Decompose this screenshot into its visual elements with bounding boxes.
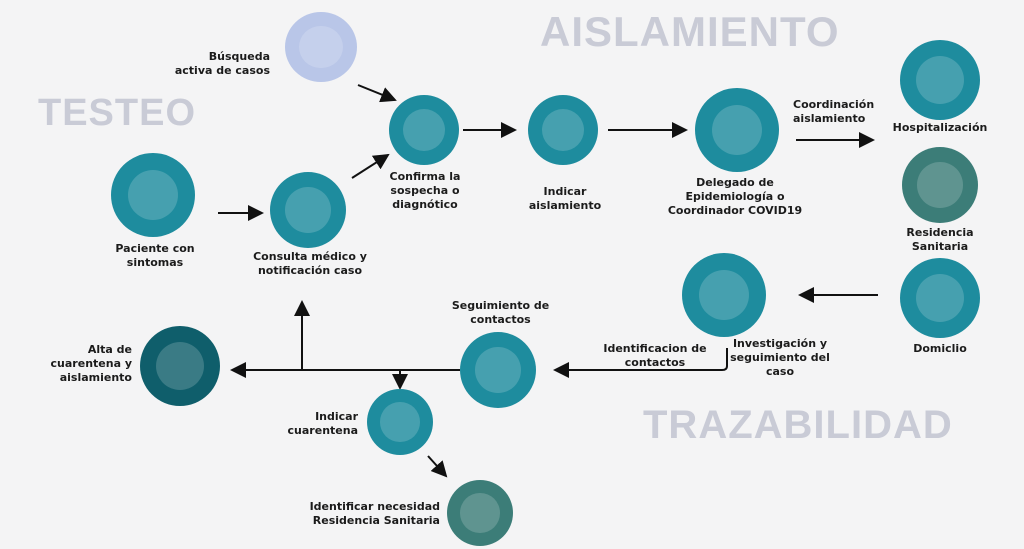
- quarantine-distancing-icon: [367, 389, 433, 455]
- label-identificacion: Identificacion de contactos: [603, 342, 707, 369]
- label-delegado: Delegado de Epidemiología o Coordinador …: [667, 176, 803, 217]
- test-tubes-icon: [389, 95, 459, 165]
- house-icon: [900, 258, 980, 338]
- hospital-icon: [900, 40, 980, 120]
- label-investigacion: Investigación y seguimiento del caso: [730, 337, 830, 378]
- label-residencia: Residencia Sanitaria: [906, 226, 974, 253]
- label-paciente: Paciente con sintomas: [115, 242, 195, 269]
- label-consulta: Consulta médico y notificación caso: [253, 250, 367, 277]
- label-busqueda: Búsqueda activa de casos: [174, 50, 270, 77]
- doctor-icon: [270, 172, 346, 248]
- section-aislamiento: AISLAMIENTO: [540, 8, 840, 55]
- label-indicar-aislamiento: Indicar aislamiento: [528, 185, 602, 212]
- section-trazabilidad: TRAZABILIDAD: [643, 403, 953, 447]
- label-indicar-cuarentena: Indicar cuarentena: [287, 410, 358, 437]
- house-hand-icon: [902, 147, 978, 223]
- label-alta: Alta de cuarentena y aislamiento: [50, 343, 132, 384]
- label-coordinacion: Coordinación aislamiento: [793, 98, 875, 125]
- clipboard-report-icon: [695, 88, 779, 172]
- section-testeo: TESTEO: [38, 92, 197, 134]
- label-identificar-necesidad: Identificar necesidad Residencia Sanitar…: [309, 500, 440, 527]
- residence-icon: [447, 480, 513, 546]
- label-seguimiento: Seguimiento de contactos: [451, 299, 550, 326]
- crowd-icon: [285, 12, 357, 82]
- label-domicilio: Domiclio: [913, 342, 967, 355]
- phone-call-icon: [682, 253, 766, 337]
- checklist-icon: [460, 332, 536, 408]
- sick-patient-icon: [111, 153, 195, 237]
- label-confirma: Confirma la sospecha o diagnótico: [389, 170, 461, 211]
- distancing-icon: [528, 95, 598, 165]
- door-exit-icon: [140, 326, 220, 406]
- label-hospitalizacion: Hospitalización: [892, 121, 988, 134]
